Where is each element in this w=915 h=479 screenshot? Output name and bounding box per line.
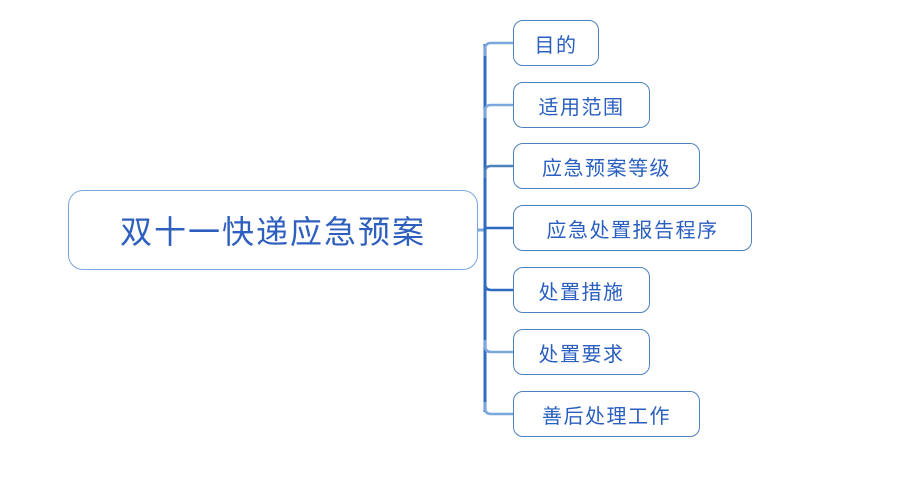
child-node-label: 处置要求 bbox=[538, 343, 625, 366]
root-node[interactable]: 双十一快递应急预案 bbox=[68, 190, 478, 270]
child-node-scope[interactable]: 适用范围 bbox=[513, 82, 650, 128]
connector-branch-3 bbox=[483, 164, 513, 178]
connector-branch-5 bbox=[483, 278, 513, 292]
child-node-report-procedure[interactable]: 应急处置报告程序 bbox=[513, 205, 752, 251]
connector-branch-6 bbox=[483, 340, 513, 354]
child-node-label: 目的 bbox=[534, 34, 578, 57]
child-node-measures[interactable]: 处置措施 bbox=[513, 267, 650, 313]
connector-branch-1 bbox=[483, 41, 513, 56]
child-node-label: 善后处理工作 bbox=[542, 405, 671, 428]
connector-branch-7 bbox=[483, 402, 513, 416]
child-node-label: 适用范围 bbox=[538, 96, 625, 119]
child-node-purpose[interactable]: 目的 bbox=[513, 20, 599, 66]
root-node-label: 双十一快递应急预案 bbox=[119, 214, 426, 250]
child-node-aftermath-work[interactable]: 善后处理工作 bbox=[513, 391, 700, 437]
connector-branch-2 bbox=[483, 103, 513, 118]
child-node-requirements[interactable]: 处置要求 bbox=[513, 329, 650, 375]
child-node-label: 处置措施 bbox=[538, 281, 625, 304]
child-node-label: 应急预案等级 bbox=[542, 157, 671, 180]
child-node-label: 应急处置报告程序 bbox=[546, 219, 719, 242]
child-node-plan-levels[interactable]: 应急预案等级 bbox=[513, 143, 700, 189]
